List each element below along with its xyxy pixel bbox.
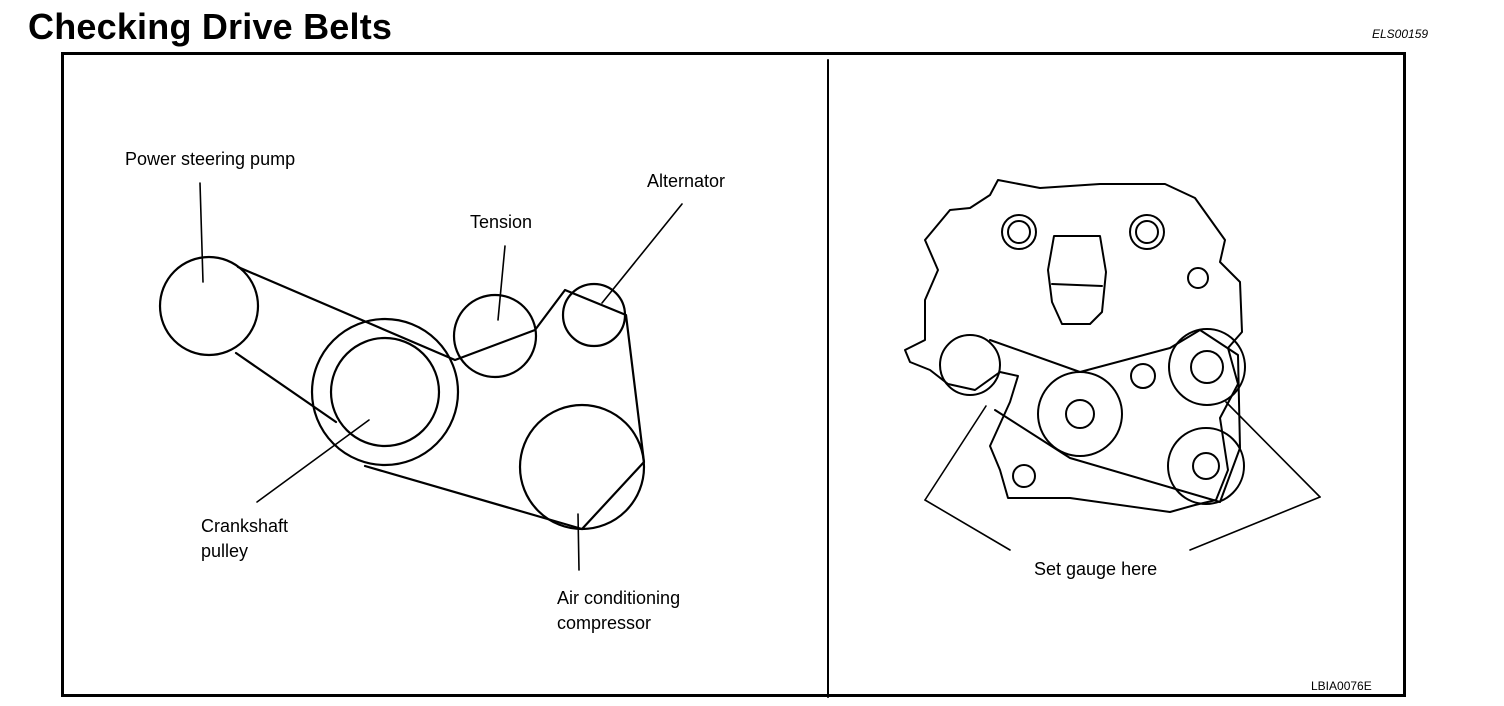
gauge-leader-right-a xyxy=(1189,496,1321,551)
upper-right-bolt-inner xyxy=(1135,220,1159,244)
label-power-steering-pump: Power steering pump xyxy=(125,149,296,169)
center-bracket-detail xyxy=(1051,283,1103,287)
leader-tension xyxy=(497,245,506,321)
label-set-gauge: Set gauge here xyxy=(1034,559,1158,579)
leader-ac-compressor xyxy=(577,513,580,571)
label-ac-line1: Air conditioning xyxy=(557,588,681,608)
tension-pulley xyxy=(452,293,538,379)
left-panel-leaders xyxy=(199,182,683,571)
page-title: Checking Drive Belts xyxy=(28,6,393,47)
label-crankshaft-line1: Crankshaft xyxy=(201,516,289,536)
ac-pulley-outer xyxy=(1167,427,1245,505)
crankshaft-pulley-inner xyxy=(329,336,441,448)
right-panel-leaders xyxy=(924,401,1321,551)
label-alternator: Alternator xyxy=(647,171,726,191)
crankshaft-pulley-outer xyxy=(310,317,460,467)
figure-frame xyxy=(61,52,1406,697)
document-code: ELS00159 xyxy=(1372,27,1429,41)
alternator-pulley-outer xyxy=(1168,328,1246,406)
crank-pulley-inner xyxy=(1065,399,1095,429)
gauge-leader-right-b xyxy=(1225,401,1321,498)
lower-left-hole xyxy=(1012,464,1036,488)
belt-path xyxy=(234,265,646,531)
label-tension: Tension xyxy=(470,212,533,232)
left-panel-pulleys xyxy=(158,255,646,531)
leader-crankshaft xyxy=(256,419,370,503)
right-belt xyxy=(989,329,1241,503)
leader-alternator xyxy=(601,203,683,304)
power-steering-pulley xyxy=(158,255,260,357)
center-small-hole xyxy=(1130,363,1156,389)
left-panel-belt xyxy=(234,265,646,531)
center-bracket xyxy=(1047,235,1107,325)
label-ac-line2: compressor xyxy=(557,613,652,633)
ac-pulley-inner xyxy=(1192,452,1220,480)
label-crankshaft-line2: pulley xyxy=(201,541,249,561)
gauge-leader-left-b xyxy=(924,405,987,501)
right-small-hole xyxy=(1187,267,1209,289)
ac-compressor-pulley xyxy=(518,403,646,531)
upper-right-bolt-outer xyxy=(1129,214,1165,250)
engine-outline xyxy=(904,179,1243,513)
crank-pulley-outer xyxy=(1037,371,1123,457)
figure-code: LBIA0076E xyxy=(1311,679,1372,693)
alternator-pulley-inner xyxy=(1190,350,1224,384)
upper-left-bolt-outer xyxy=(1001,214,1037,250)
upper-left-bolt-inner xyxy=(1007,220,1031,244)
leader-power-steering xyxy=(199,182,204,283)
idler-pulley xyxy=(939,334,1001,396)
gauge-leader-left-a xyxy=(924,499,1011,551)
right-panel-engine xyxy=(904,179,1246,513)
